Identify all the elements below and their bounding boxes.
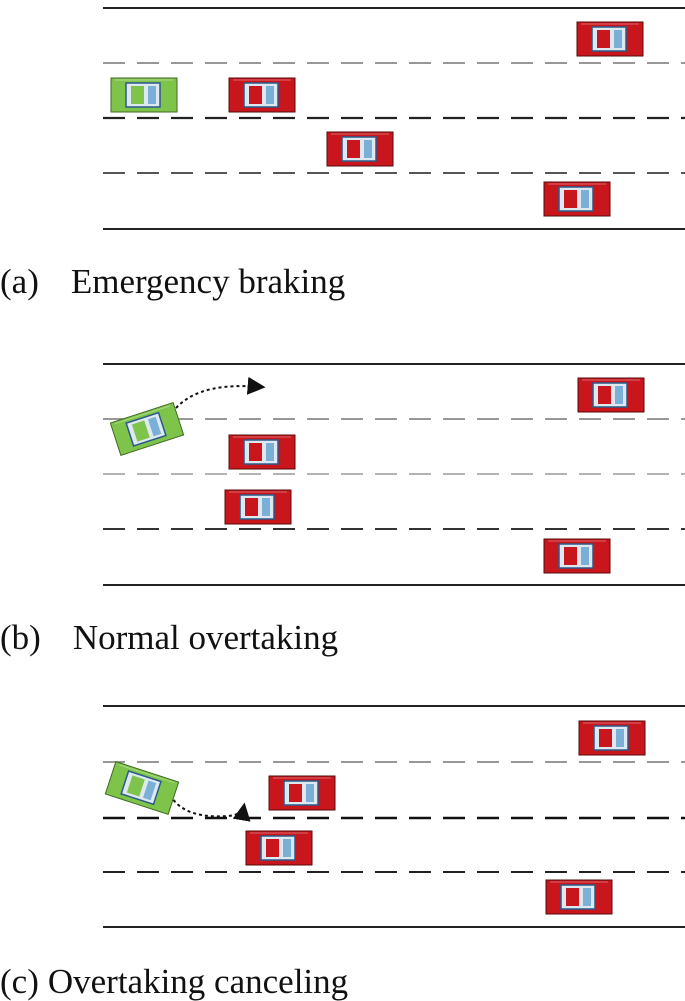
car-roof [131,420,150,442]
car-windshield [262,498,270,516]
car-windshield [306,784,314,802]
caption-text: Overtaking canceling [47,962,349,1001]
panel-a-road [103,7,685,230]
car-windshield [616,729,624,747]
vehicle-red [245,830,313,866]
caption-text: Normal overtaking [72,618,339,657]
car-roof [266,839,279,857]
caption-tag: (a) [0,262,39,301]
car-roof [597,30,610,48]
vehicle-red [577,377,645,413]
caption-tag: (c) [0,962,39,1001]
car-windshield [615,386,623,404]
vehicle-red [326,131,394,167]
vehicle-red [268,775,336,811]
caption-panel-c: (c)Overtaking canceling [0,964,348,999]
caption-text: Emergency braking [70,262,346,301]
canceling-trajectory-arrow [169,794,251,822]
caption-panel-a: (a) Emergency braking [0,264,345,299]
vehicle-red [543,181,611,217]
vehicle-red [578,720,646,756]
car-windshield [583,888,591,906]
car-roof [599,729,612,747]
car-windshield [148,416,162,437]
panel-c-road [103,705,685,928]
car-roof [289,784,302,802]
car-roof [566,888,579,906]
car-windshield [148,86,156,104]
car-roof [564,547,577,565]
vehicle-red [228,77,296,113]
car-roof [249,86,262,104]
car-windshield [283,839,291,857]
car-windshield [364,140,372,158]
car-windshield [581,190,589,208]
car-windshield [266,443,274,461]
vehicle-red [576,21,644,57]
ego-vehicle-green [104,761,180,815]
car-roof [126,775,145,797]
car-roof [347,140,360,158]
car-windshield [581,547,589,565]
car-roof [249,443,262,461]
caption-panel-b: (b) Normal overtaking [0,620,338,655]
vehicle-red [224,489,292,525]
vehicle-red [545,879,613,915]
car-roof [131,86,144,104]
car-windshield [266,86,274,104]
vehicle-red [543,538,611,574]
vehicle-red [228,434,296,470]
car-windshield [143,780,157,801]
ego-vehicle-green [109,402,185,456]
overtaking-trajectory-arrow [175,376,266,409]
caption-tag: (b) [0,618,41,657]
car-roof [598,386,611,404]
car-roof [564,190,577,208]
car-roof [245,498,258,516]
panel-b-road [103,363,685,586]
car-windshield [614,30,622,48]
ego-vehicle-green [110,77,178,113]
